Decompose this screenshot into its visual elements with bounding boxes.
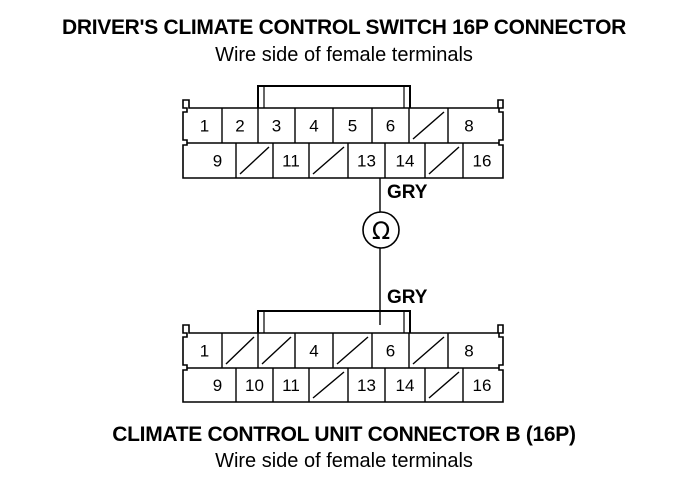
top-connector-row2-terminal-13: 13: [357, 152, 376, 171]
bottom-connector-row1-empty-terminal: [412, 336, 445, 365]
top-connector-row1-terminal-3: 3: [272, 117, 281, 136]
top-connector-row1-empty-terminal: [412, 111, 445, 140]
bottom-connector-row1-terminal-6: 6: [386, 342, 395, 361]
ohm-symbol: Ω: [372, 217, 390, 245]
top-connector-lock-tab: [257, 85, 411, 108]
top-connector-row2-terminal-16: 16: [473, 152, 492, 171]
top-connector: 1 2 3 4 5 6 8 9 11 13 14 16: [182, 85, 504, 179]
top-connector-row2-empty-terminal: [239, 146, 270, 175]
bottom-connector-row2-terminal-16: 16: [473, 376, 492, 395]
top-connector-row2-empty-terminal: [312, 146, 345, 175]
top-connector-row1-terminal-4: 4: [309, 117, 318, 136]
bottom-connector-row1-empty-terminal: [225, 336, 255, 365]
bottom-connector-title: CLIMATE CONTROL UNIT CONNECTOR B (16P): [112, 423, 576, 446]
bottom-connector-row1-terminal-1: 1: [200, 342, 209, 361]
bottom-connector-row2-terminal-13: 13: [357, 376, 376, 395]
bottom-connector-row2-empty-terminal: [428, 371, 460, 399]
bottom-connector-row2-terminal-14: 14: [396, 376, 415, 395]
top-connector-title: DRIVER'S CLIMATE CONTROL SWITCH 16P CONN…: [62, 16, 626, 39]
bottom-connector-row2-terminal-9: 9: [213, 376, 222, 395]
top-connector-row1-terminal-2: 2: [235, 117, 244, 136]
continuity-check-wire: GRY Ω GRY: [362, 178, 428, 325]
bottom-connector-subtitle: Wire side of female terminals: [215, 450, 473, 472]
bottom-connector-row2-terminal-10: 10: [245, 376, 264, 395]
bottom-connector-row1-empty-terminal: [261, 336, 292, 365]
bottom-connector-row1-terminal-4: 4: [309, 342, 318, 361]
top-connector-housing: [182, 99, 504, 179]
top-connector-row2-terminal-11: 11: [282, 152, 300, 171]
top-connector-row2-terminal-9: 9: [213, 152, 222, 171]
top-connector-row2-empty-terminal: [428, 146, 460, 175]
bottom-connector-lock-tab: [257, 310, 411, 333]
bottom-connector-housing: [182, 324, 504, 403]
top-connector-row1-terminal-1: 1: [200, 117, 209, 136]
bottom-connector-row1-empty-terminal: [336, 336, 369, 365]
ohmmeter-icon: [362, 211, 400, 249]
bottom-connector-row2-empty-terminal: [312, 371, 345, 399]
bottom-connector-row2-terminal-11: 11: [282, 376, 300, 395]
top-connector-subtitle: Wire side of female terminals: [215, 44, 473, 66]
wire-color-label-bottom: GRY: [387, 287, 428, 308]
wire-color-label-top: GRY: [387, 182, 428, 203]
top-connector-row1-terminal-5: 5: [348, 117, 357, 136]
bottom-connector-row1-terminal-8: 8: [464, 342, 473, 361]
top-connector-row1-terminal-6: 6: [386, 117, 395, 136]
top-connector-row2-terminal-14: 14: [396, 152, 415, 171]
top-connector-row1-terminal-8: 8: [464, 117, 473, 136]
